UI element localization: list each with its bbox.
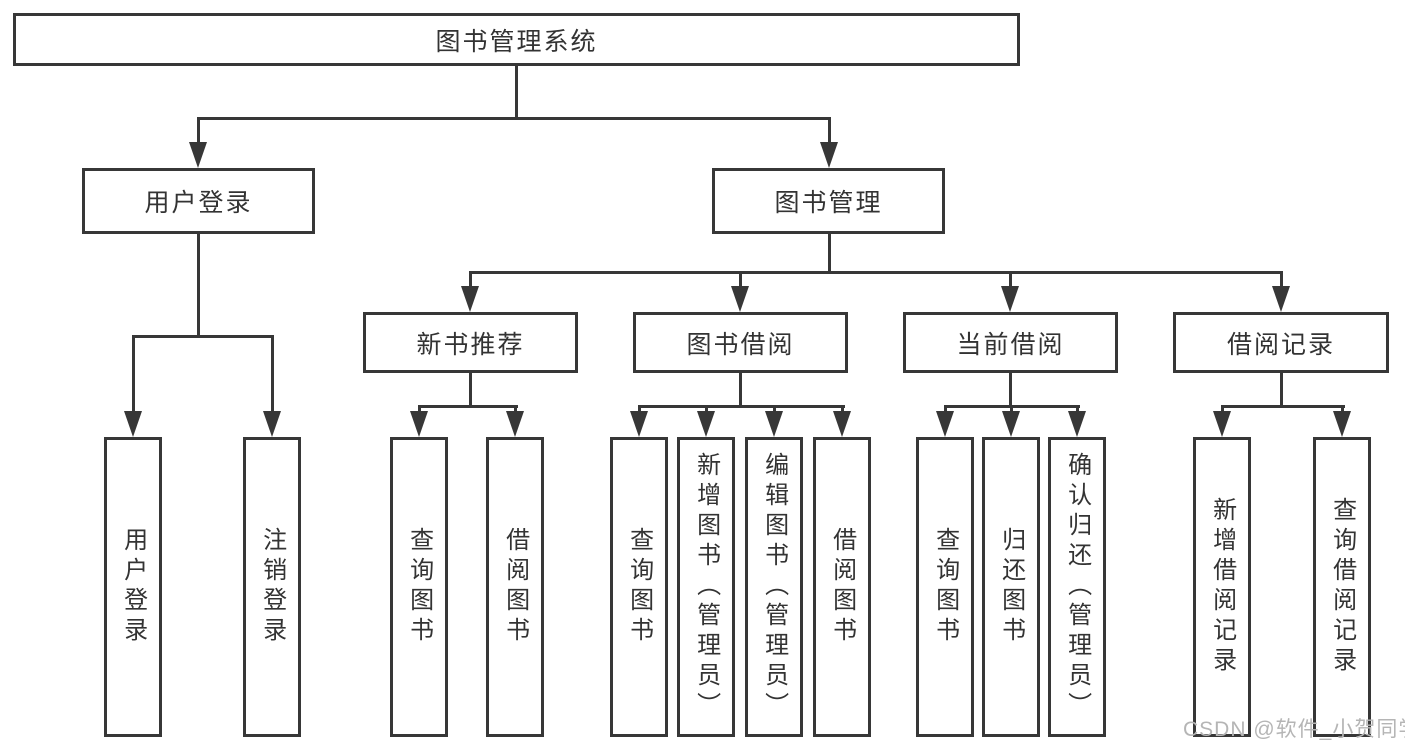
leaf-confirm-return-admin-label: 确认归还（管理员） xyxy=(1063,452,1091,722)
leaf-query-borrow-record-label: 查询借阅记录 xyxy=(1328,497,1356,677)
leaf-add-book-admin-label: 新增图书（管理员） xyxy=(692,452,720,722)
connector-drop xyxy=(197,117,200,144)
connector-drop xyxy=(828,117,831,144)
node-new-book-recommend: 新书推荐 xyxy=(363,312,578,373)
node-book-management: 图书管理 xyxy=(712,168,945,234)
connector-split xyxy=(418,405,518,408)
node-user-login-label: 用户登录 xyxy=(144,189,253,217)
connector-trunk xyxy=(1280,373,1283,407)
arrow-down-icon xyxy=(765,411,783,437)
leaf-return-book-label: 归还图书 xyxy=(997,527,1025,647)
connector-user-login-trunk xyxy=(197,234,200,337)
arrow-down-icon xyxy=(1213,411,1231,437)
connector-trunk xyxy=(739,373,742,407)
node-book-borrow-label: 图书借阅 xyxy=(686,330,795,359)
connector-drop xyxy=(705,405,708,414)
connector-trunk xyxy=(1009,373,1012,407)
leaf-query-book-3-label: 查询图书 xyxy=(931,527,959,647)
arrow-down-icon xyxy=(506,411,524,437)
connector-drop xyxy=(1076,405,1079,414)
arrow-down-icon xyxy=(461,286,479,312)
arrow-down-icon xyxy=(630,411,648,437)
connector-drop xyxy=(1221,405,1224,414)
arrow-down-icon xyxy=(820,142,838,168)
connector-drop xyxy=(1280,271,1283,288)
arrow-down-icon xyxy=(1272,286,1290,312)
watermark: CSDN @软件_小贺同学 xyxy=(1183,718,1405,741)
node-new-book-recommend-label: 新书推荐 xyxy=(416,330,525,359)
connector-drop xyxy=(132,335,135,413)
node-current-borrow: 当前借阅 xyxy=(903,312,1118,373)
leaf-return-book: 归还图书 xyxy=(982,437,1040,737)
connector-root-trunk xyxy=(515,66,518,117)
connector-drop xyxy=(773,405,776,414)
arrow-down-icon xyxy=(936,411,954,437)
connector-user-login-split xyxy=(132,335,274,338)
connector-drop xyxy=(638,405,641,414)
arrow-down-icon xyxy=(189,142,207,168)
node-root-label: 图书管理系统 xyxy=(435,27,598,56)
connector-drop xyxy=(1009,271,1012,288)
connector-drop xyxy=(944,405,947,414)
node-user-login: 用户登录 xyxy=(82,168,315,234)
leaf-confirm-return-admin: 确认归还（管理员） xyxy=(1048,437,1106,737)
arrow-down-icon xyxy=(1068,411,1086,437)
arrow-down-icon xyxy=(124,411,142,437)
leaf-add-borrow-record-label: 新增借阅记录 xyxy=(1208,497,1236,677)
arrow-down-icon xyxy=(833,411,851,437)
leaf-query-book-1: 查询图书 xyxy=(390,437,448,737)
leaf-add-book-admin: 新增图书（管理员） xyxy=(677,437,735,737)
leaf-borrow-book-1-label: 借阅图书 xyxy=(501,527,529,647)
arrow-down-icon xyxy=(697,411,715,437)
connector-trunk xyxy=(469,373,472,407)
leaf-edit-book-admin-label: 编辑图书（管理员） xyxy=(760,452,788,722)
connector-drop xyxy=(514,405,517,414)
node-book-borrow: 图书借阅 xyxy=(633,312,848,373)
connector-drop xyxy=(418,405,421,414)
connector-drop xyxy=(1010,405,1013,414)
leaf-query-book-2: 查询图书 xyxy=(610,437,668,737)
connector-drop xyxy=(1341,405,1344,414)
leaf-user-login: 用户登录 xyxy=(104,437,162,737)
node-current-borrow-label: 当前借阅 xyxy=(956,330,1065,359)
leaf-edit-book-admin: 编辑图书（管理员） xyxy=(745,437,803,737)
leaf-borrow-book-2: 借阅图书 xyxy=(813,437,871,737)
connector-level3-split xyxy=(469,271,1283,274)
node-root: 图书管理系统 xyxy=(13,13,1020,66)
connector-level2-split xyxy=(197,117,831,120)
leaf-query-borrow-record: 查询借阅记录 xyxy=(1313,437,1371,737)
leaf-query-book-2-label: 查询图书 xyxy=(625,527,653,647)
connector-drop xyxy=(841,405,844,414)
connector-drop xyxy=(469,271,472,288)
arrow-down-icon xyxy=(263,411,281,437)
leaf-borrow-book-2-label: 借阅图书 xyxy=(828,527,856,647)
leaf-borrow-book-1: 借阅图书 xyxy=(486,437,544,737)
connector-drop xyxy=(271,335,274,413)
node-borrow-record-label: 借阅记录 xyxy=(1226,330,1335,359)
arrow-down-icon xyxy=(1001,286,1019,312)
leaf-user-login-label: 用户登录 xyxy=(119,527,147,647)
connector-split xyxy=(638,405,845,408)
connector-drop xyxy=(739,271,742,288)
leaf-query-book-3: 查询图书 xyxy=(916,437,974,737)
node-book-management-label: 图书管理 xyxy=(774,189,883,217)
leaf-logout: 注销登录 xyxy=(243,437,301,737)
arrow-down-icon xyxy=(731,286,749,312)
connector-split xyxy=(1221,405,1345,408)
connector-book-management-trunk xyxy=(828,234,831,274)
leaf-logout-label: 注销登录 xyxy=(258,527,286,647)
leaf-query-book-1-label: 查询图书 xyxy=(405,527,433,647)
arrow-down-icon xyxy=(1002,411,1020,437)
arrow-down-icon xyxy=(410,411,428,437)
leaf-add-borrow-record: 新增借阅记录 xyxy=(1193,437,1251,737)
node-borrow-record: 借阅记录 xyxy=(1173,312,1389,373)
arrow-down-icon xyxy=(1333,411,1351,437)
